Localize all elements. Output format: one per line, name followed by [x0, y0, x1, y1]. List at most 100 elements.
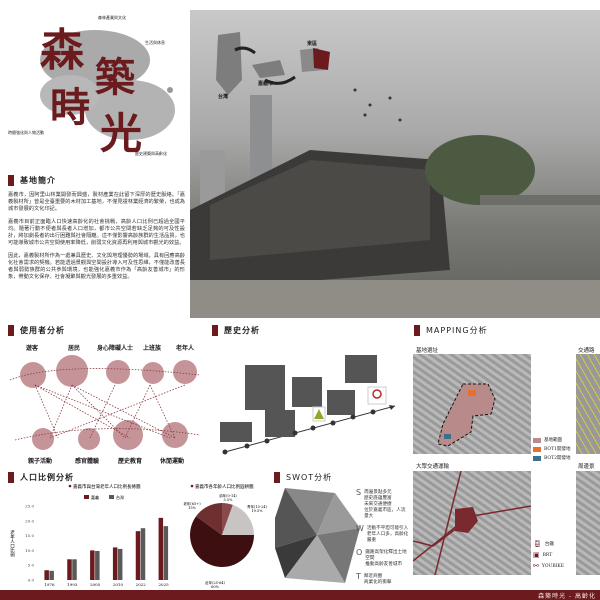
legend-label: 基地範圍	[544, 438, 562, 443]
map-label-chiayi: 嘉義市	[258, 81, 274, 87]
bar-taiwan	[72, 559, 77, 580]
swot-line: 未來交通便捷	[364, 502, 392, 507]
swot-line: 位於嘉義市區，人流量大	[364, 508, 406, 519]
y-axis-label: 老年人口比例	[10, 529, 15, 559]
heading-text: SWOT分析	[286, 473, 333, 482]
heading-bar	[414, 325, 420, 336]
x-tick-label: 2005	[90, 582, 101, 587]
legend-label: YOUBIKE	[541, 563, 565, 569]
bar-taiwan	[49, 570, 54, 580]
heading-text: 使用者分析	[20, 325, 65, 335]
map-panel-title: 周邊景	[578, 464, 595, 470]
bar-chart-title: 嘉義市與台灣老年人口比例長條圖	[73, 483, 141, 490]
bar-chiayi	[158, 517, 164, 580]
population-charts: 嘉義市與台灣老年人口比例長條圖嘉義台灣0.05.010.015.020.025.…	[10, 483, 268, 590]
transit-legend: 🚆︎台鐵 ▣BRT ⚯YOUBIKE	[533, 540, 564, 573]
y-tick-label: 25.0	[25, 504, 34, 509]
user-photo-tourist	[20, 362, 46, 388]
activity-photo-family	[32, 428, 54, 450]
pie-slice-value: 60%	[211, 585, 219, 589]
swot-line: 鐵路高架化釋出土地空間	[365, 550, 407, 561]
legend-label: BOT2開發地	[544, 456, 571, 461]
y-tick-label: 0.0	[28, 578, 35, 583]
swot-line: 歷史底蘊豐富	[364, 496, 392, 501]
site-map	[413, 354, 531, 454]
swot-letter: W	[356, 524, 364, 533]
legend-item: 基地範圍	[533, 437, 570, 443]
map-panel-title: 大眾交通運輸	[416, 464, 450, 470]
activity-label: 親子活動	[28, 458, 53, 465]
user-photo-worker	[142, 362, 164, 384]
ink-splash	[40, 30, 175, 140]
pie-slice-value: 5.5%	[224, 498, 234, 502]
x-tick-label: 2025	[158, 582, 169, 587]
heading-bar	[8, 472, 14, 483]
map-label-taiwan: 台灣	[218, 94, 229, 100]
x-tick-label: 2010	[113, 582, 124, 587]
bar-taiwan	[163, 526, 169, 580]
title-char: 時	[50, 84, 90, 131]
swot-line: 商業化的衝擊	[363, 580, 392, 585]
activity-photo-history	[113, 420, 143, 450]
intro-paragraph: 因此，嘉義製材所作為一處兼具歷史、文化與地理優勢的場域，具有回應高齡化社會需求的…	[8, 253, 185, 280]
title-block: 森 築 時 光 森林產業與文化 生活與休息 時間強化與人物活動 歷史建築與高齡化	[0, 0, 190, 165]
heading-bar	[8, 325, 14, 336]
title-char: 築	[95, 54, 135, 101]
user-photo-resident	[56, 355, 88, 387]
hero-image: 台灣 嘉義市 東區	[190, 10, 600, 318]
footer-text: 森築時光 - 高齡化	[538, 593, 596, 600]
legend-item: BOT2開發地	[533, 455, 570, 461]
user-photo-disabled	[106, 360, 130, 384]
map-panel-title: 交通路	[578, 348, 595, 354]
pie-slice	[222, 503, 233, 535]
activity-label: 休閒運動	[160, 458, 185, 465]
y-tick-label: 5.0	[28, 563, 35, 568]
chart-title-bullet	[68, 484, 72, 488]
swot-line: 鄰近商圈	[363, 574, 383, 579]
road-map	[576, 354, 600, 454]
title-char: 森	[40, 25, 84, 76]
pie-slice-label: 壯年(25-64)	[205, 580, 225, 585]
activity-label: 歷史教育	[118, 458, 143, 465]
legend-item: ⚯YOUBIKE	[533, 562, 564, 570]
transit-routes	[412, 470, 532, 576]
bus-icon: ▣	[533, 551, 540, 559]
pie-slice-value: 19.5%	[251, 509, 263, 513]
pie-chart-title: 嘉義市各年齡人口比例圓餅圖	[195, 483, 254, 490]
intro-paragraph: 嘉義市，因阿里山林業開發而興盛，製材產業在此留下深厚的歷史脈絡。「嘉義製材所」曾…	[8, 192, 185, 212]
legend-swatch	[84, 495, 89, 499]
map-label-east: 東區	[307, 41, 318, 47]
bar-taiwan	[140, 528, 146, 580]
activity-photo-leisure	[162, 422, 188, 448]
bar-chiayi	[135, 531, 141, 580]
x-tick-label: 1976	[44, 582, 55, 587]
chart-title-bullet	[190, 484, 194, 488]
y-tick-label: 20.0	[25, 518, 34, 523]
user-label: 老年人	[176, 345, 195, 352]
site-legend: 基地範圍 BOT1開發地 BOT2開發地	[533, 437, 570, 464]
swot-line: 老年人口多，高齡化嚴重	[366, 532, 409, 543]
legend-label: BRT	[542, 552, 553, 558]
bar-taiwan	[117, 548, 123, 580]
y-tick-label: 10.0	[25, 548, 34, 553]
heading-bar	[212, 325, 218, 336]
intro-text: 嘉義市，因阿里山林業開發而興盛，製材產業在此留下深厚的歷史脈絡。「嘉義製材所」曾…	[8, 192, 185, 281]
hero-scene	[190, 32, 600, 318]
legend-item: BOT1開發地	[533, 446, 570, 452]
history-heading: 歷史分析	[212, 325, 260, 336]
swot-letter: S	[356, 488, 362, 497]
legend-label: BOT1開發地	[544, 447, 571, 452]
title-char: 光	[100, 109, 143, 158]
heading-text: 人口比例分析	[20, 472, 74, 482]
user-label: 身心障礙人士	[97, 345, 134, 352]
legend-label: 嘉義	[91, 494, 99, 500]
population-heading: 人口比例分析	[8, 472, 74, 483]
legend-item: ▣BRT	[533, 551, 564, 559]
heading-text: MAPPING分析	[426, 326, 488, 335]
surroundings-map	[576, 471, 600, 575]
title-annotation: 生活與休息	[145, 40, 165, 45]
pie-slice-label: 青年(15-24)	[247, 504, 267, 509]
swot-line: 推動高齡友善城市	[365, 562, 403, 567]
